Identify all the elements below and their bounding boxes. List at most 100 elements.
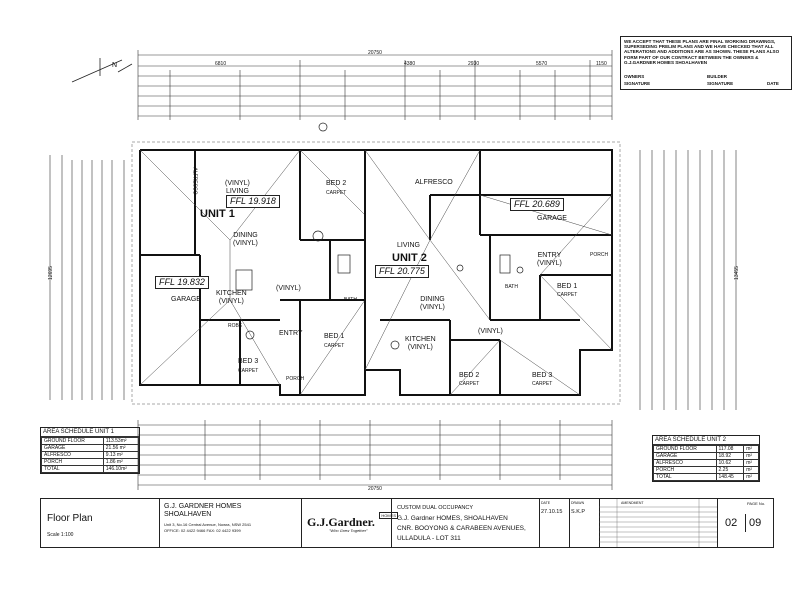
unit2-garage: GARAGE bbox=[537, 215, 567, 222]
unit1-ffl-main: FFL 19.918 bbox=[226, 195, 280, 208]
sheet-name-cell: Floor Plan Scale 1:100 bbox=[41, 499, 160, 547]
row-name: PORCH bbox=[41, 458, 104, 466]
unit2-roof-lines bbox=[364, 149, 613, 396]
area-schedule-unit1-title: AREA SCHEDULE UNIT 1 bbox=[41, 428, 139, 437]
amendment-grid bbox=[599, 499, 717, 547]
page-cell: PAGE No. 02 09 bbox=[717, 499, 773, 547]
row-value: 146.10m² bbox=[102, 465, 140, 473]
project-cell: CUSTOM DUAL OCCUPANCY G.J. Gardner HOMES… bbox=[391, 499, 540, 547]
page-total: 09 bbox=[749, 517, 762, 529]
unit1-kitchen: KITCHEN (VINYL) bbox=[216, 290, 247, 305]
row-name: TOTAL bbox=[41, 465, 104, 473]
unit2-kitchen: KITCHEN (VINYL) bbox=[405, 336, 436, 351]
row-value: 21.56 m² bbox=[102, 444, 140, 452]
company-name: G.J. GARDNER HOMES bbox=[164, 503, 242, 510]
unit1-alfresco: ALFRESCO bbox=[191, 167, 198, 195]
drawn-label: DRAWN bbox=[571, 501, 585, 505]
unit2-bed1: BED 1 bbox=[557, 283, 578, 290]
project-line4: ULLADULA - LOT 311 bbox=[397, 535, 461, 542]
unit2-ffl-main: FFL 20.775 bbox=[375, 265, 429, 278]
unit1-bath: BATH bbox=[344, 297, 357, 303]
logo-name: G.J.Gardner. bbox=[307, 515, 375, 529]
owners-label: OWNERS bbox=[624, 74, 645, 79]
date-label: DATE bbox=[767, 81, 779, 86]
title-block: Floor Plan Scale 1:100 G.J. GARDNER HOME… bbox=[40, 498, 774, 548]
page-label: PAGE No. bbox=[747, 501, 766, 506]
north-label: N bbox=[112, 62, 118, 69]
branch-name: SHOALHAVEN bbox=[164, 511, 212, 518]
unit1-dining: DINING (VINYL) bbox=[233, 232, 258, 247]
unit1-bed1-floor: CARPET bbox=[324, 343, 345, 349]
page-divider bbox=[745, 514, 746, 532]
top-dimension-lines bbox=[137, 50, 613, 120]
date-cell: DATE 27.10.15 bbox=[539, 499, 570, 547]
unit2-bed3-floor: CARPET bbox=[532, 381, 553, 387]
unit2-walls bbox=[364, 149, 613, 396]
row-name: ALFRESCO bbox=[653, 459, 717, 467]
row-value: 1.86 m² bbox=[102, 458, 140, 466]
unit1-living: (VINYL) LIVING bbox=[225, 180, 250, 195]
row-unit: m² bbox=[743, 452, 759, 460]
date-label: DATE bbox=[541, 501, 551, 505]
dim-overall-top: 20750 bbox=[368, 50, 382, 56]
unit1-title: UNIT 1 bbox=[200, 208, 235, 220]
unit1-ffl-garage: FFL 19.832 bbox=[155, 276, 209, 289]
row-name: GARAGE bbox=[41, 444, 104, 452]
signature-label-1: SIGNATURE bbox=[624, 81, 651, 86]
dim-top-5: 1150 bbox=[596, 61, 607, 67]
amendment-label: AMENDMENT bbox=[621, 501, 644, 505]
unit2-dining: DINING (VINYL) bbox=[420, 296, 445, 311]
row-unit: m² bbox=[743, 473, 759, 481]
unit1-robe: ROBE bbox=[228, 323, 243, 329]
drawn-cell: DRAWN S.K.P bbox=[569, 499, 600, 547]
dim-right-overall: 13455 bbox=[733, 266, 740, 280]
dim-top-1: 6810 bbox=[215, 61, 227, 67]
scale: Scale 1:100 bbox=[47, 532, 74, 538]
logo-tag: HOMES bbox=[379, 512, 399, 519]
company-logo: G.J.Gardner. HOMES bbox=[307, 512, 399, 531]
row-value: 10.62 bbox=[715, 459, 745, 467]
logo-subline: "Who Grew Together" bbox=[329, 528, 368, 533]
company-cell: G.J. GARDNER HOMES SHOALHAVEN Unit 3, No… bbox=[159, 499, 302, 547]
row-value: 2.25 bbox=[715, 466, 745, 474]
drawn-value: S.K.P bbox=[571, 509, 586, 515]
dim-overall-bottom: 20750 bbox=[368, 486, 382, 492]
unit1-bed2: BED 2 bbox=[326, 180, 347, 187]
builder-label: BUILDER bbox=[707, 74, 727, 79]
company-address: Unit 3, No.16 Central Avenue, Nowra, NSW… bbox=[164, 522, 252, 527]
row-unit: m² bbox=[743, 466, 759, 474]
dim-top-4: 5570 bbox=[536, 61, 548, 67]
unit2-bath: BATH bbox=[505, 284, 518, 290]
acceptance-notice: WE ACCEPT THAT THESE PLANS ARE FINAL WOR… bbox=[620, 36, 792, 90]
unit2-bed1-floor: CARPET bbox=[557, 292, 578, 298]
unit2-alfresco: ALFRESCO bbox=[415, 179, 453, 186]
company-phone: OFFICE: 02 4422 9466 FAX: 02 4422 9399 bbox=[164, 528, 241, 533]
row-value: 148.45 bbox=[715, 473, 745, 481]
row-name: PORCH bbox=[653, 466, 717, 474]
unit2-porch: PORCH bbox=[590, 252, 609, 258]
unit2-living: LIVING bbox=[397, 242, 420, 249]
signature-label-2: SIGNATURE bbox=[707, 81, 734, 86]
unit2-ffl-garage: FFL 20.689 bbox=[510, 198, 564, 211]
date-value: 27.10.15 bbox=[541, 509, 563, 515]
project-line2: G.J. Gardner HOMES, SHOALHAVEN bbox=[397, 515, 508, 522]
row-value: 113.53m² bbox=[102, 437, 140, 445]
project-line3: CNR. BOOYONG & CARABEEN AVENUES, bbox=[397, 525, 526, 532]
unit1-entry: ENTRY bbox=[279, 330, 303, 337]
unit1-bed3-floor: CARPET bbox=[238, 368, 259, 374]
unit2-title: UNIT 2 bbox=[392, 252, 427, 264]
notice-text: WE ACCEPT THAT THESE PLANS ARE FINAL WOR… bbox=[624, 39, 780, 65]
sheet-name: Floor Plan bbox=[47, 513, 93, 524]
